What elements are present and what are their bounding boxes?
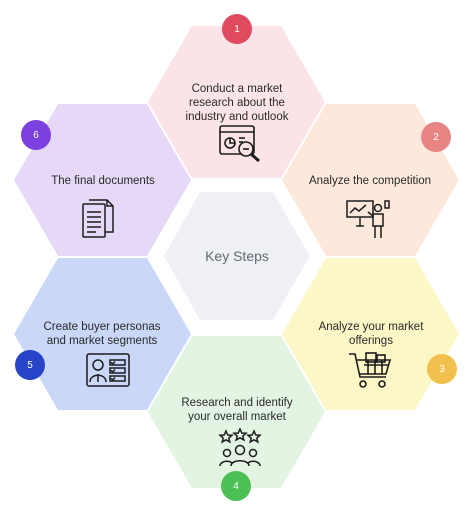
step-3-label: Analyze your market offerings <box>318 321 424 347</box>
step-3-number: 3 <box>439 363 445 375</box>
step-1-badge: 1 <box>222 14 252 44</box>
hex-step-3 <box>282 258 459 410</box>
step-4-label: Research and identify your overall marke… <box>181 397 293 423</box>
analytics-magnifier-icon <box>219 125 260 163</box>
persona-profile-icon <box>86 353 130 387</box>
step-1-number: 1 <box>234 23 240 35</box>
step-5-number: 5 <box>27 359 33 371</box>
step-1-label: Conduct a market research about the indu… <box>185 83 289 123</box>
step-2-badge: 2 <box>421 122 451 152</box>
customers-rating-icon <box>218 428 262 467</box>
step-5-label: Create buyer personas and market segment… <box>43 321 161 347</box>
step-5-badge: 5 <box>15 350 45 380</box>
step-4-number: 4 <box>233 480 239 492</box>
center-label: Key Steps <box>205 248 269 264</box>
step-6-label: The final documents <box>51 175 155 187</box>
hex-step-6 <box>14 104 191 256</box>
step-2-label: Analyze the competition <box>308 175 432 187</box>
step-4-badge: 4 <box>221 471 251 501</box>
hex-step-5 <box>14 258 191 410</box>
documents-icon <box>82 199 114 238</box>
step-6-badge: 6 <box>21 120 51 150</box>
hex-center <box>164 192 310 320</box>
shopping-cart-icon <box>349 352 392 388</box>
hex-step-1 <box>148 26 325 178</box>
step-2-number: 2 <box>433 131 439 143</box>
hex-step-2 <box>282 104 459 256</box>
hex-step-4 <box>148 336 325 488</box>
presenter-board-icon <box>346 200 390 238</box>
step-6-number: 6 <box>33 129 39 141</box>
step-3-badge: 3 <box>427 354 457 384</box>
